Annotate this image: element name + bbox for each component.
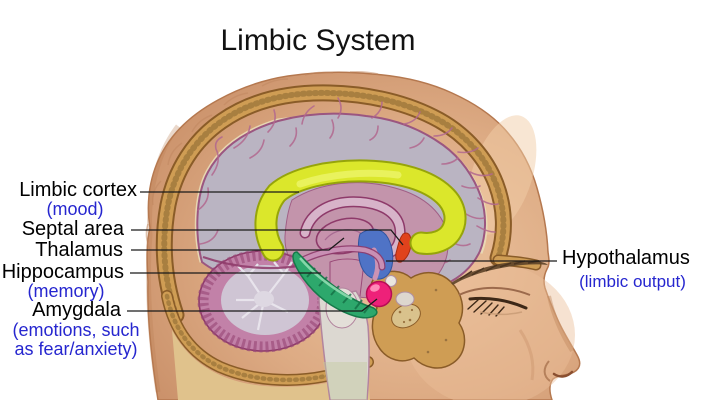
face-details	[451, 260, 574, 382]
mammillary-body	[385, 275, 397, 287]
amygdala-highlight	[365, 280, 393, 308]
thalamus-leader-line	[131, 237, 345, 251]
nose-wing-crease	[543, 360, 551, 382]
amygdala-leader-line	[127, 298, 378, 312]
septal-area-leader-line	[131, 229, 404, 246]
hippocampus-highlight	[292, 251, 378, 319]
nose-bridge-shading	[547, 295, 574, 353]
page-title: Limbic System	[220, 24, 416, 57]
label-amygdala-note-line1: (emotions, such	[12, 320, 140, 340]
septal-area-highlight	[395, 232, 412, 263]
limbic-cortex-highlight	[254, 159, 467, 262]
label-amygdala-note-line2: as fear/anxiety)	[14, 339, 138, 359]
eyelid-crease	[458, 286, 531, 296]
label-thalamus: Thalamus	[35, 239, 123, 261]
label-hypothalamus-note: (limbic output)	[579, 272, 686, 291]
label-septal-area: Septal area	[21, 218, 124, 240]
leader-lines	[127, 191, 557, 312]
skull-base-bones	[369, 270, 466, 369]
neck-interior	[172, 330, 370, 400]
label-limbic-cortex: Limbic cortex	[19, 179, 137, 201]
label-hippocampus-note: (memory)	[27, 281, 105, 301]
label-limbic-cortex-note: (mood)	[46, 199, 104, 219]
pituitary-gland	[395, 291, 415, 307]
closed-eye	[468, 296, 528, 310]
label-hippocampus: Hippocampus	[1, 261, 124, 283]
label-hypothalamus: Hypothalamus	[562, 247, 690, 269]
label-amygdala: Amygdala	[32, 299, 121, 321]
nostril	[552, 370, 574, 378]
sphenoid-sinus	[391, 303, 421, 329]
eyebrow-hairs	[459, 260, 540, 280]
cheek-contour	[518, 329, 535, 381]
bone-speckles	[386, 288, 448, 354]
